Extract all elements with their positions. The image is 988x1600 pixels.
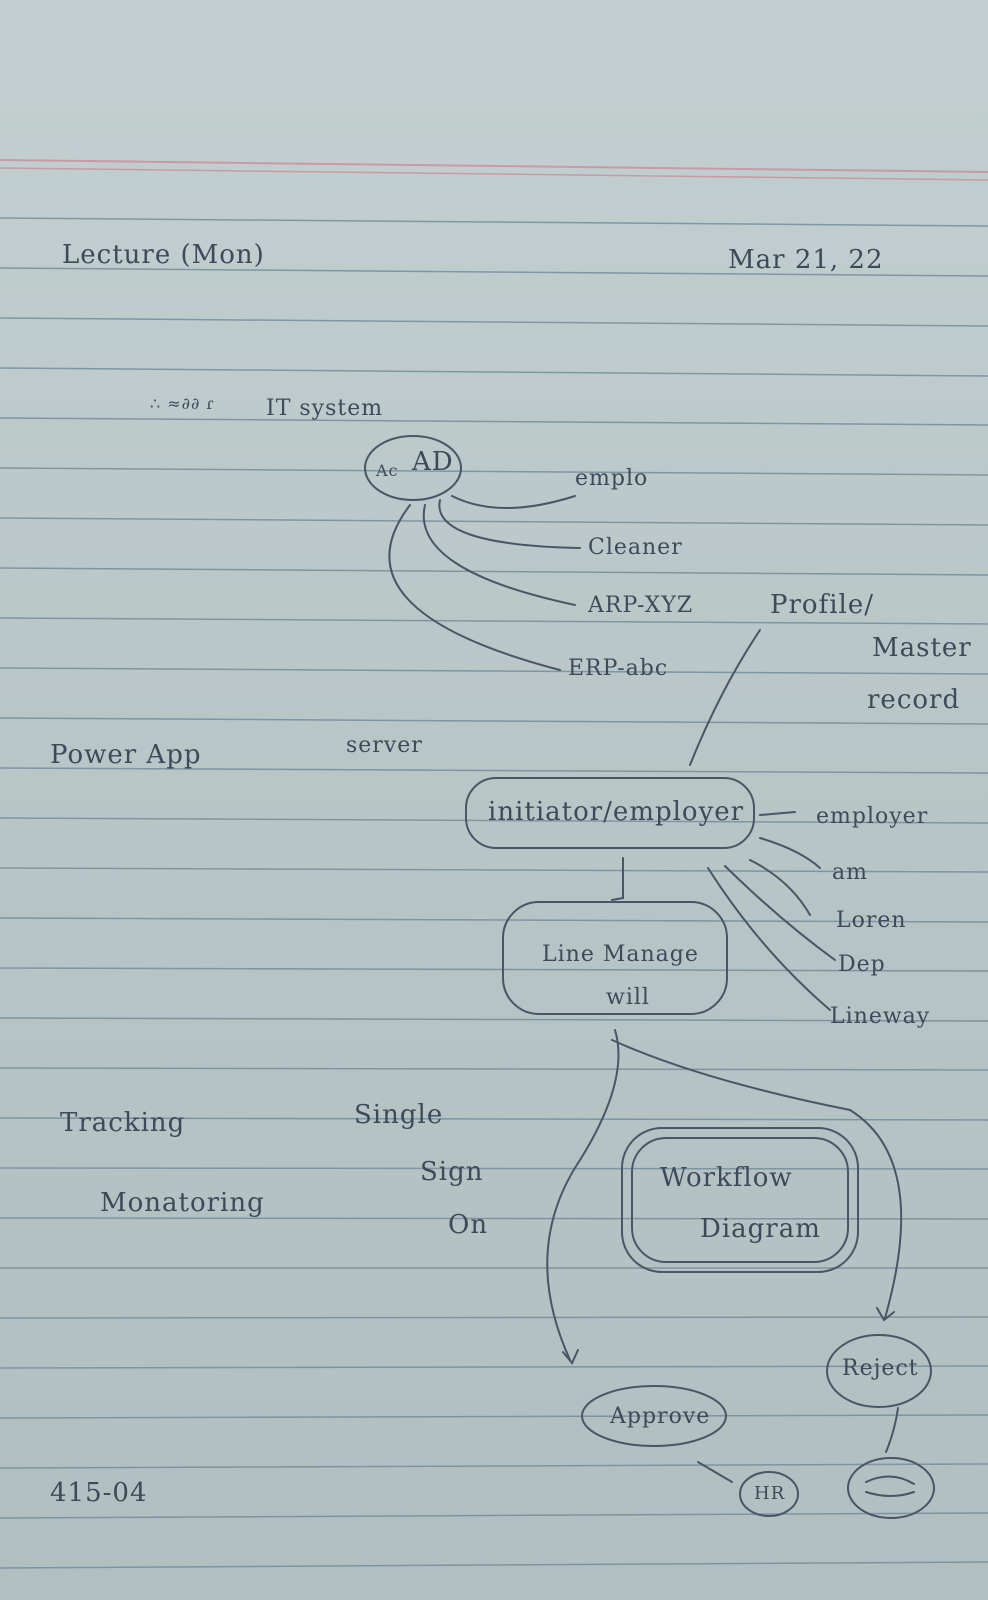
branch-line-erp (388, 504, 561, 671)
footer-code: 415-04 (50, 1478, 148, 1508)
approve-label: Approve (610, 1404, 711, 1429)
lecture-date: Mar 21, 22 (728, 245, 884, 275)
ad-prefix: Ac (376, 461, 399, 480)
single-label: Single (354, 1100, 444, 1130)
field-am: am (832, 860, 868, 885)
branch-line-arp (422, 504, 576, 606)
record-label: record (867, 685, 961, 715)
line-manager-label: Line Manage (542, 942, 699, 967)
lecture-title: Lecture (Mon) (62, 240, 265, 270)
branch-arp-xyz: ARP-XYZ (588, 593, 694, 618)
ad-label: AD (412, 447, 454, 477)
ad-node-oval (364, 435, 462, 501)
master-label: Master (872, 633, 972, 663)
tracking-label: Tracking (60, 1108, 186, 1138)
monitoring-label: Monatoring (100, 1188, 265, 1218)
diagram-label: Diagram (700, 1214, 821, 1244)
field-loren: Loren (836, 908, 907, 933)
field-dep: Dep (838, 952, 886, 977)
it-system-label: IT system (266, 396, 384, 421)
line-manager-sub: will (606, 985, 650, 1010)
line-manager-box (502, 901, 728, 1015)
reject-label: Reject (842, 1356, 919, 1381)
reject-arrow (611, 1039, 903, 1319)
server-label: server (346, 733, 423, 758)
approve-oval (581, 1385, 727, 1447)
hr-oval (739, 1471, 799, 1517)
employer-right-label: employer (816, 804, 929, 829)
power-app-label: Power App (50, 740, 202, 770)
branch-line-cleaner (438, 499, 581, 549)
reject-oval (826, 1334, 932, 1408)
initiator-box (465, 777, 755, 849)
branch-line-emplo (451, 495, 576, 509)
branch-cleaner: Cleaner (588, 535, 683, 560)
workflow-label: Workflow (660, 1163, 793, 1193)
hr-label: HR (754, 1483, 786, 1504)
approve-arrow (546, 1029, 620, 1361)
branch-emplo: emplo (575, 466, 649, 491)
branch-erp-abc: ERP-abc (568, 656, 669, 681)
initiator-label: initiator/employer (488, 797, 745, 827)
queue-oval (847, 1457, 935, 1519)
foreign-script-note: ∴ ≈∂∂ ɾ (150, 394, 215, 413)
on-label: On (448, 1210, 489, 1240)
field-lineway: Lineway (830, 1004, 931, 1029)
profile-label: Profile/ (770, 590, 874, 620)
profile-connector (689, 629, 761, 766)
sign-label: Sign (420, 1157, 484, 1187)
